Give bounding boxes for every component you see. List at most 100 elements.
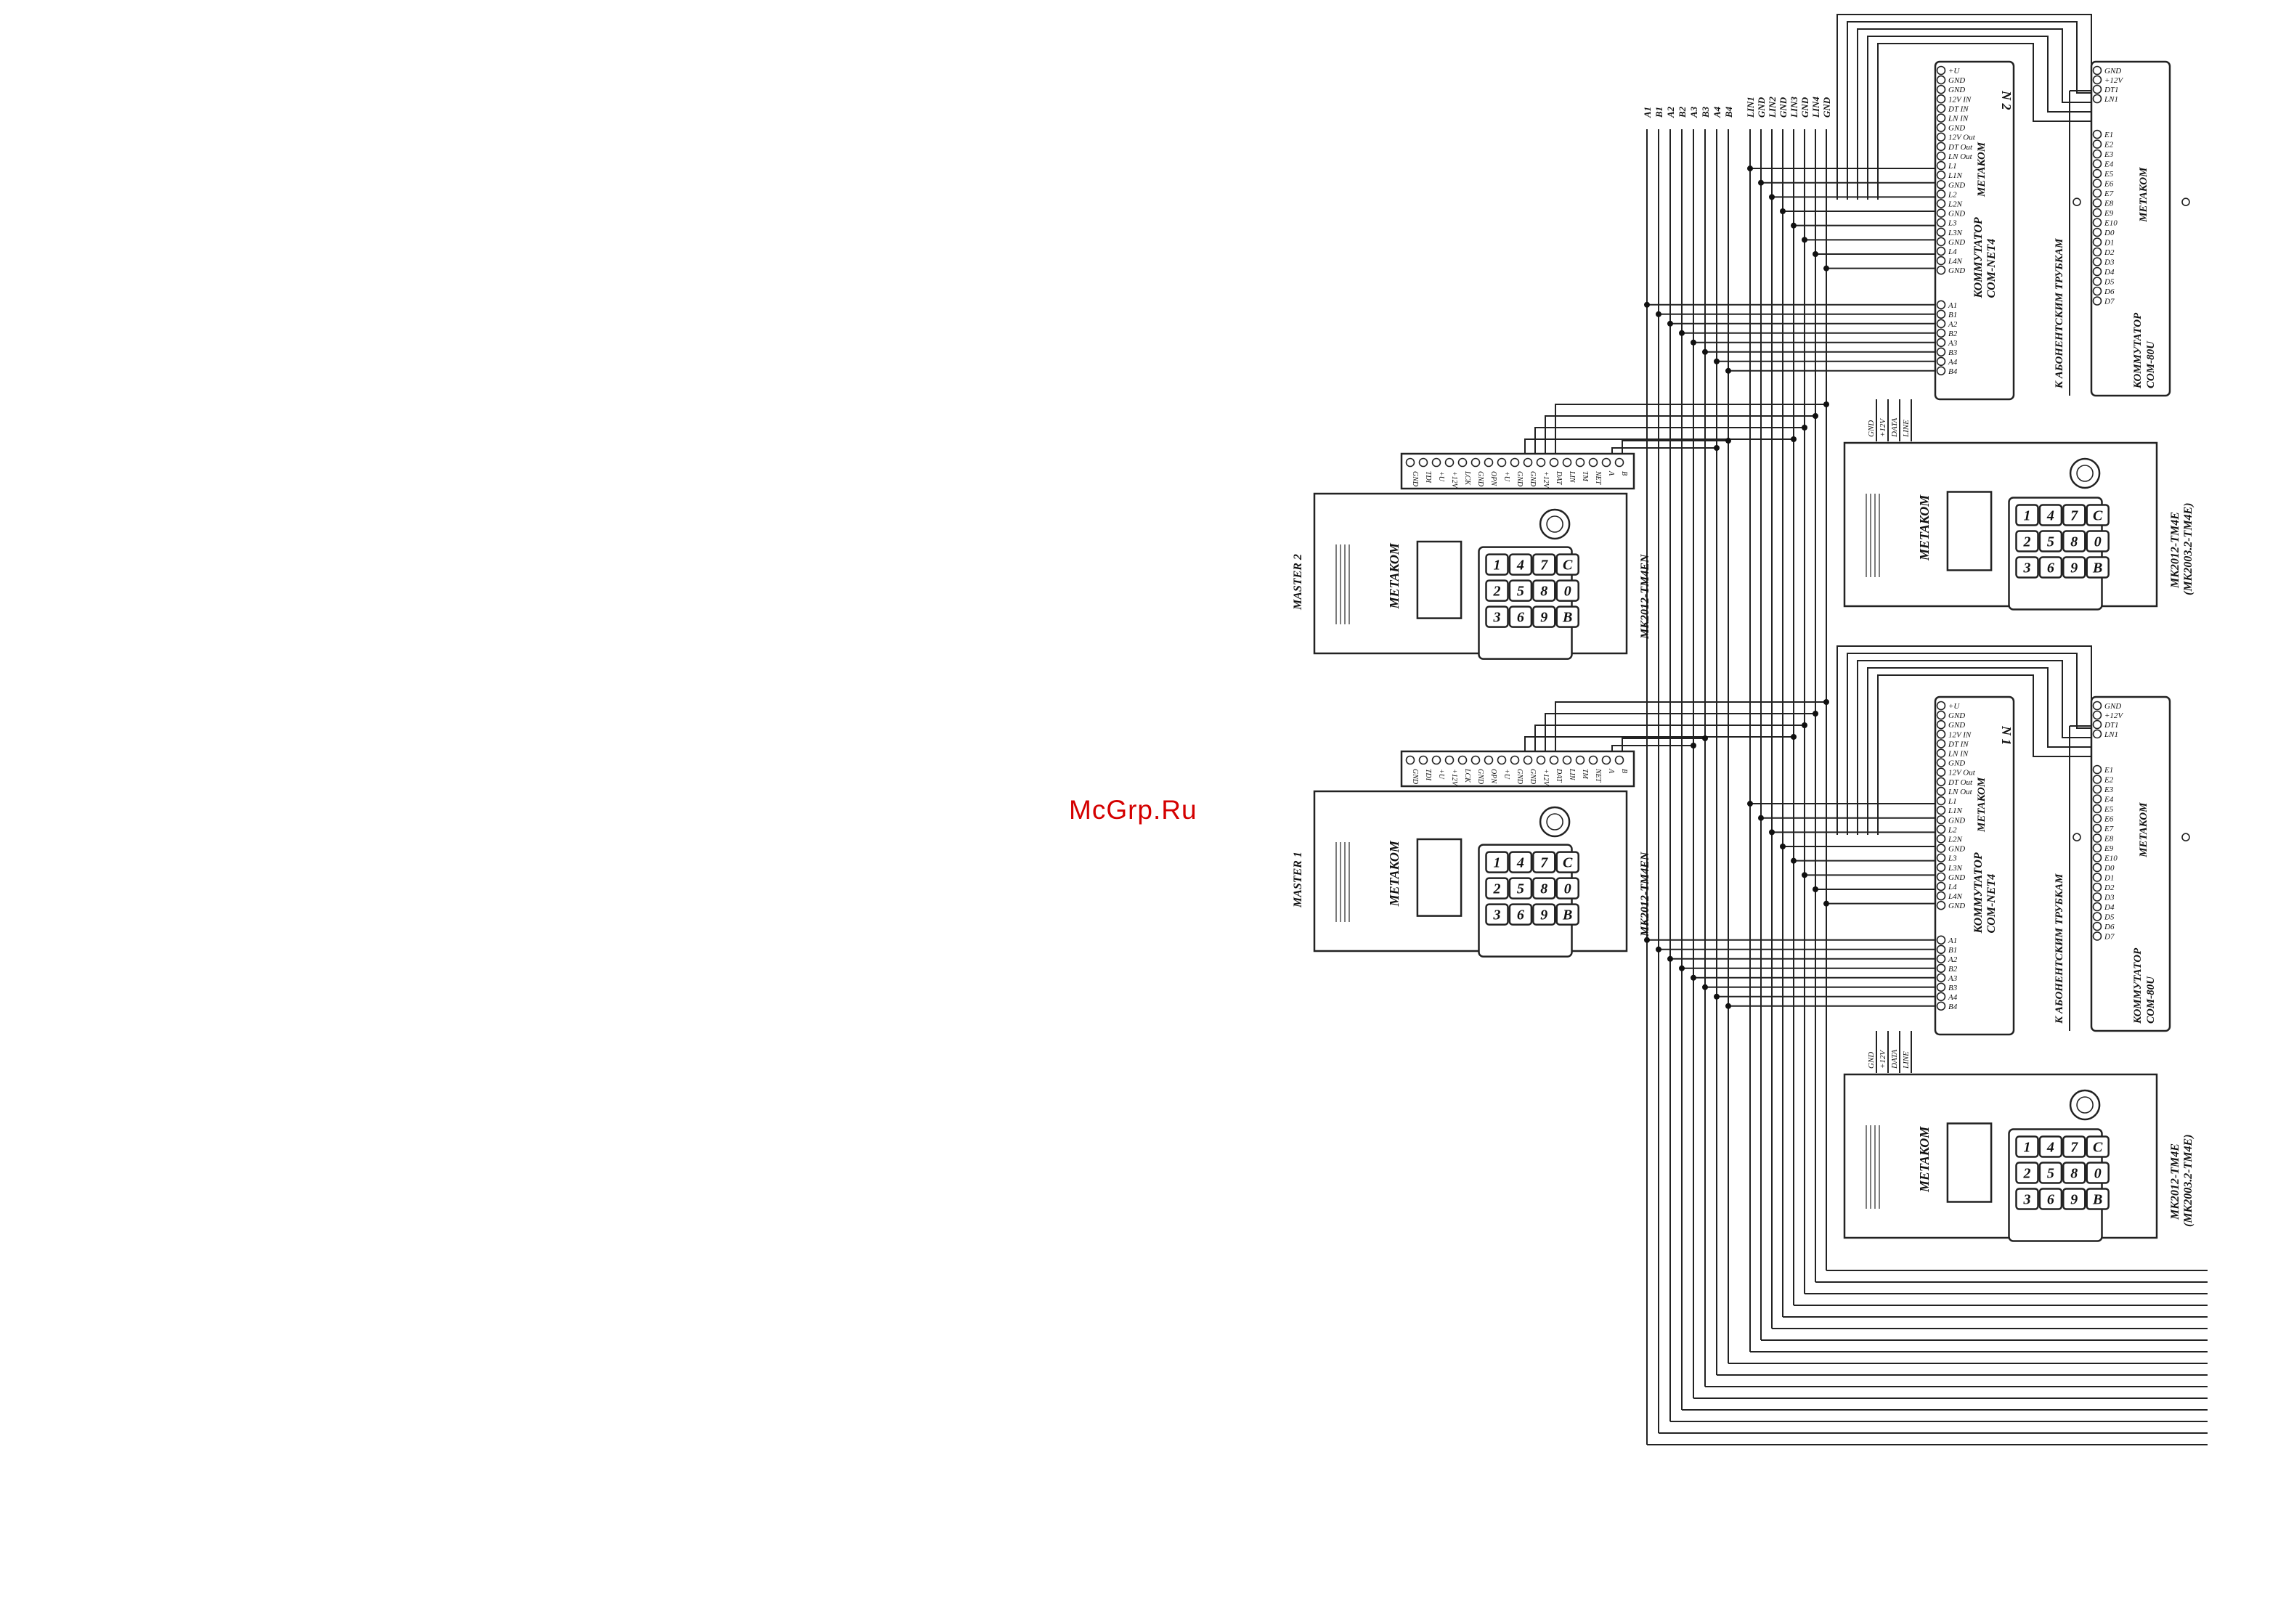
junction-dot — [1802, 872, 1807, 878]
keypad-key — [2038, 556, 2063, 579]
pin-label: E6 — [2104, 180, 2114, 189]
keypad-key-label: C — [1563, 558, 1573, 574]
pin-label: L1N — [1948, 171, 1963, 180]
terminal-block — [1936, 84, 1946, 94]
pin-label: L1 — [1948, 162, 1957, 171]
terminal-block — [1936, 992, 1946, 1002]
junction-dot — [1644, 301, 1650, 308]
bus-label: B1 — [1653, 107, 1664, 118]
junction-dot — [1725, 438, 1731, 444]
commutator-com-80u: GND+12VDT1LN1E1E2E3E4E5E6E7E8E9E10D0D1D2… — [2072, 695, 2190, 1032]
terminal-block — [2092, 227, 2102, 237]
keypad-key-label: 2 — [1493, 584, 1501, 600]
junction-dot — [1758, 179, 1764, 186]
pin-label: GND — [1948, 759, 1965, 768]
keypad-key — [1508, 553, 1533, 576]
junction-dot — [1823, 401, 1829, 407]
keypad-key-label: 3 — [1493, 907, 1501, 923]
terminal-block — [2092, 921, 2102, 931]
pin-label: DAT — [1555, 768, 1563, 783]
commutator-title: КОММУТАТОР — [1972, 217, 1985, 298]
pin-label: GND — [2104, 702, 2121, 711]
keypad-key-label: 6 — [1517, 907, 1524, 923]
metakom-logo: МЕТАКОМ — [2138, 802, 2149, 858]
keypad-key-label: 4 — [2046, 508, 2054, 524]
junction-dot — [1679, 330, 1685, 336]
pin-label: D1 — [2104, 874, 2114, 883]
terminal-block — [2092, 764, 2102, 775]
camera-inner — [2076, 1096, 2094, 1114]
master-wire — [1545, 713, 1815, 751]
terminal-block — [1936, 189, 1946, 199]
terminal-block — [2092, 179, 2102, 188]
pin-label: LINE — [1902, 420, 1911, 438]
terminal-block — [1936, 862, 1946, 873]
terminal-block — [1936, 199, 1946, 208]
terminal-block — [1936, 872, 1946, 882]
pin-label: E1 — [2104, 131, 2113, 139]
pin-label: LN IN — [1948, 750, 1969, 759]
keypad-key — [1485, 605, 1509, 628]
keypad-key-label: 7 — [2070, 508, 2078, 524]
junction-dot — [1802, 722, 1807, 728]
keypad-key — [1555, 553, 1579, 576]
keypad-key-label: B — [1562, 907, 1572, 923]
keypad-key — [1508, 877, 1533, 899]
keypad-key — [2062, 1188, 2086, 1210]
terminal-block — [1936, 309, 1946, 319]
pin-label: L4N — [1948, 257, 1963, 266]
pin-label: E6 — [2104, 815, 2114, 824]
pin-label: +U — [1502, 471, 1510, 482]
keypad-key — [1485, 877, 1509, 899]
junction-dot — [1747, 801, 1753, 807]
keypad-key-label: 7 — [2070, 1140, 2078, 1156]
commutator-body — [1934, 695, 2015, 1036]
keypad-key — [2062, 530, 2086, 552]
pin-label: A1 — [1948, 301, 1957, 310]
pin-label: E10 — [2104, 219, 2118, 228]
pin-label: DAT — [1555, 470, 1563, 486]
master-label: MASTER 1 — [1292, 852, 1304, 908]
pin-label: DT IN — [1948, 105, 1969, 113]
keypad-key — [2015, 504, 2039, 526]
junction-dot — [1823, 900, 1829, 907]
keypad-key-label: 6 — [2047, 560, 2054, 576]
commutator-title: КОММУТАТОР — [1972, 852, 1985, 934]
pin-label: DT1 — [2104, 721, 2119, 730]
keypad-key — [1485, 553, 1509, 576]
junction-dot — [1714, 993, 1720, 1000]
pin-label: A2 — [1948, 320, 1958, 329]
terminal-block — [2092, 775, 2102, 784]
commutator-body — [2090, 695, 2171, 1032]
keypad-key-label: 0 — [1564, 584, 1571, 600]
pin-label: B2 — [1948, 965, 1958, 974]
master-wire — [1534, 725, 1805, 751]
commutator-number: N 2 — [1999, 90, 2014, 110]
pin-label: D6 — [2104, 287, 2115, 296]
master-label: MASTER 2 — [1292, 554, 1304, 611]
terminal-block — [1936, 132, 1946, 142]
feed-wire — [1857, 28, 2099, 200]
pin-label: OPN — [1489, 471, 1497, 486]
pin-label: GND — [1948, 711, 1965, 720]
terminal-block — [1601, 457, 1611, 468]
terminal-block — [1936, 825, 1946, 834]
pin-label: +12V — [1542, 471, 1550, 489]
feed-wire — [1867, 667, 2099, 835]
feed-wire — [1877, 43, 2099, 200]
master-net-wire — [1622, 440, 1728, 454]
pin-label: B4 — [1948, 1003, 1958, 1011]
keypad-key — [1508, 851, 1533, 873]
feed-wire — [1847, 653, 2099, 835]
terminal-block — [1536, 457, 1546, 468]
terminal-block — [1936, 891, 1946, 901]
terminal-block — [1457, 755, 1468, 765]
terminal-block — [1470, 457, 1481, 468]
pin-label: GND — [1476, 769, 1484, 785]
terminal-block — [2092, 710, 2102, 720]
keypad-key-label: 9 — [2070, 560, 2078, 576]
terminal-block — [1936, 748, 1946, 758]
terminal-block — [2092, 94, 2102, 104]
pin-label: D3 — [2104, 258, 2115, 267]
